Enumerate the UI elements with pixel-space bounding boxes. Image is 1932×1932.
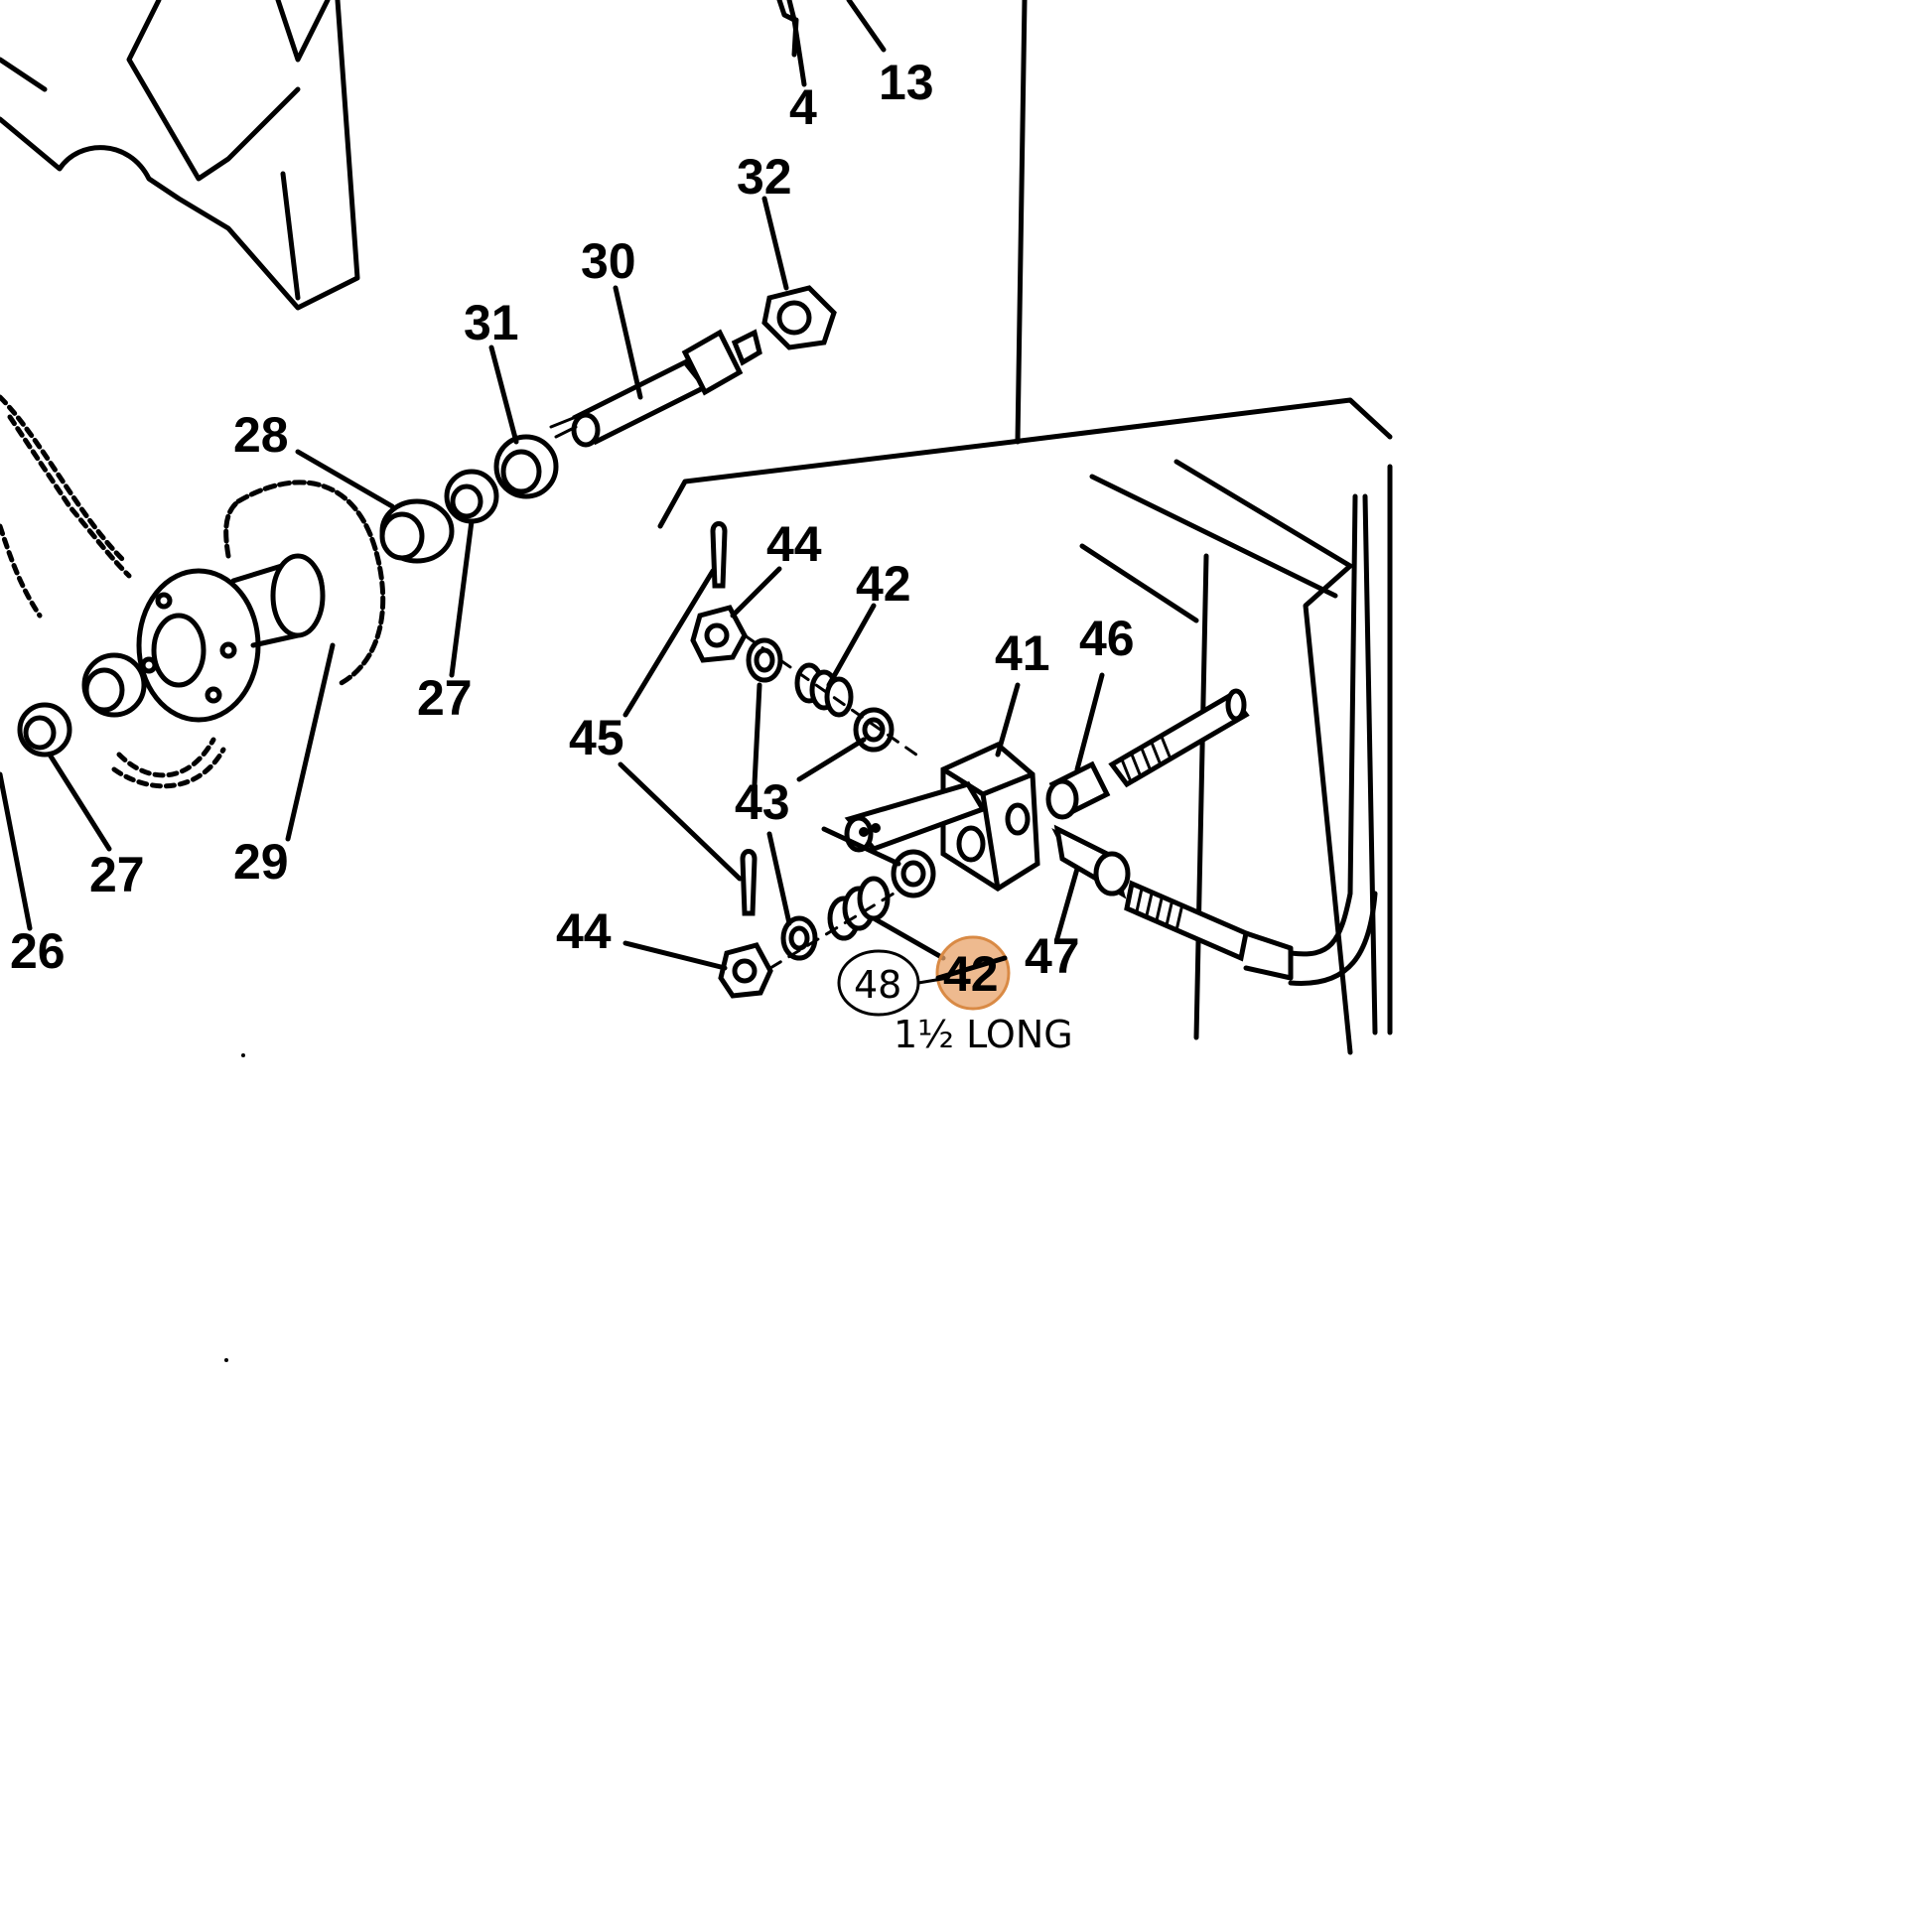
handwritten-annotation: 48 1½ LONG — [837, 949, 1073, 1056]
label-30: 30 — [581, 233, 636, 289]
bushing-47 — [1051, 824, 1131, 899]
label-32: 32 — [737, 149, 792, 205]
chain-left — [0, 394, 226, 789]
cup-26 — [81, 652, 147, 718]
spring-42-lower — [827, 876, 891, 941]
castle-nut-44-lower — [718, 942, 773, 999]
block-41 — [844, 742, 1040, 892]
threaded-rod-upper — [1108, 688, 1250, 788]
label-27-upper: 27 — [417, 670, 473, 726]
label-31: 31 — [464, 295, 519, 350]
bearing-27-upper — [444, 469, 499, 524]
label-29: 29 — [233, 834, 289, 890]
strike-42 — [935, 955, 1008, 981]
hub — [136, 553, 326, 723]
bearing-27-lower — [17, 702, 72, 758]
sprocket-29 — [223, 480, 386, 688]
label-28: 28 — [233, 407, 289, 463]
label-27-lower: 27 — [89, 847, 145, 902]
spindle-30 — [549, 329, 762, 448]
label-4: 4 — [789, 79, 817, 135]
frame-lines — [657, 0, 1393, 1055]
label-44-upper: 44 — [766, 516, 822, 572]
cotter-pin-upper — [710, 521, 728, 589]
handwritten-48: 48 — [854, 963, 901, 1007]
washer-43-a — [746, 637, 783, 683]
leader-lines — [0, 17, 1105, 971]
washer-43-d — [780, 915, 818, 961]
cotter-pin-lower — [740, 849, 758, 916]
cup-31 — [493, 434, 559, 499]
handwritten-note: 1½ LONG — [894, 1013, 1073, 1056]
housing-body — [0, 0, 360, 311]
handwritten-leader — [916, 976, 950, 985]
seal-28 — [379, 498, 455, 564]
label-44-lower: 44 — [556, 903, 612, 959]
label-45: 45 — [569, 710, 624, 765]
bushing-46 — [1045, 760, 1111, 820]
label-46: 46 — [1079, 611, 1135, 666]
label-13: 13 — [879, 55, 934, 110]
highlight-marker[interactable] — [935, 935, 1011, 1011]
axis-lines — [743, 633, 925, 970]
label-42-upper: 42 — [856, 556, 911, 612]
label-26: 26 — [10, 923, 66, 979]
castle-nut-44-upper — [690, 605, 748, 663]
threaded-rod-lower — [1124, 493, 1378, 986]
label-43: 43 — [735, 774, 790, 830]
washer-43-c — [891, 849, 936, 898]
nut-32 — [761, 285, 837, 350]
label-41: 41 — [995, 625, 1050, 681]
label-47: 47 — [1025, 928, 1080, 984]
